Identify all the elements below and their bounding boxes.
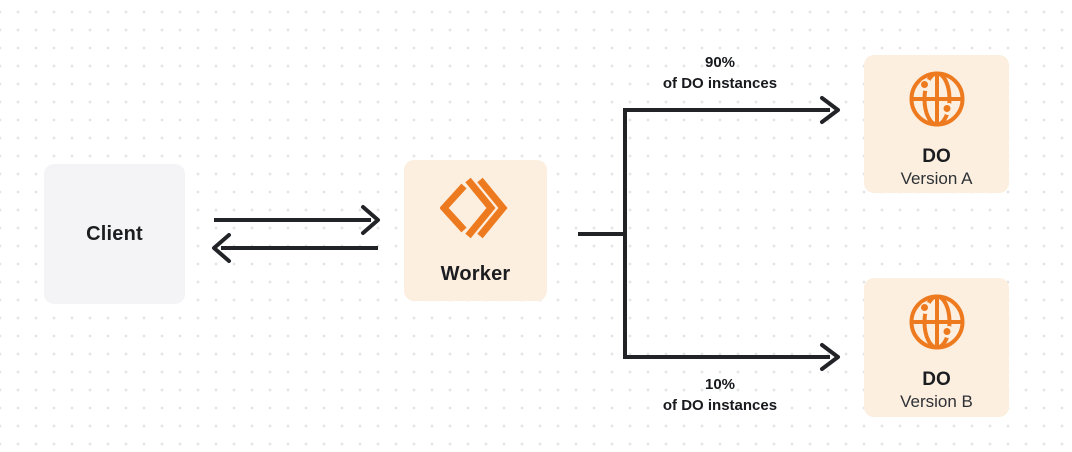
branch-top-arrowhead	[820, 96, 840, 124]
worker-label: Worker	[440, 262, 511, 285]
client-node: Client	[44, 164, 185, 304]
branch-bottom-caption: of DO instances	[662, 397, 778, 414]
client-label: Client	[86, 222, 143, 245]
do-b-title: DO	[922, 369, 951, 390]
branch-bottom-label: 10% of DO instances	[620, 374, 820, 416]
branch-bottom-percent: 10%	[704, 376, 736, 393]
globe-icon	[905, 67, 969, 136]
do-version-a-node: DO Version A	[864, 55, 1009, 193]
workers-brackets-icon	[438, 176, 512, 251]
branch-top-caption: of DO instances	[662, 75, 778, 92]
response-arrow	[212, 233, 378, 263]
branch-bottom-arrowhead	[820, 343, 840, 371]
request-arrow	[214, 205, 380, 235]
do-version-b-node: DO Version B	[864, 278, 1009, 417]
do-b-subtitle: Version B	[900, 392, 973, 411]
globe-icon	[905, 290, 969, 359]
branch-top-percent: 90%	[704, 54, 736, 71]
branch-split-line	[578, 108, 830, 359]
do-a-subtitle: Version A	[900, 169, 973, 188]
branch-top-label: 90% of DO instances	[620, 52, 820, 94]
worker-node: Worker	[404, 160, 547, 301]
do-a-title: DO	[922, 146, 951, 167]
